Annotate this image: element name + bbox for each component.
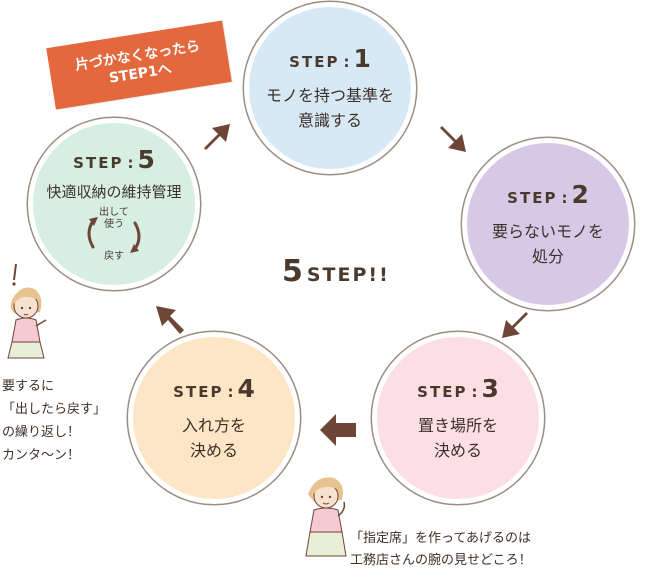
cycle-arrows-icon [87,217,141,253]
bottom-note: 「指定席」を作ってあげるのは 工務店さんの腕の見せどころ！ [350,531,532,568]
step-5-circle: STEP : 5 快適収納の維持管理 出して 使う 戻す [28,118,200,290]
step-4-number: 4 [237,373,255,403]
step-4-colon: : [227,382,234,401]
arrow-2-to-3-icon [502,312,528,338]
step-4-circle: STEP : 4 入れ方を 決める [128,332,300,504]
left-note: 要するに 「出したら戻す」 の繰り返し！ カンタ〜ン！ [2,379,107,463]
arrow-3-to-4-icon [320,414,356,446]
restart-banner: 片づかなくなったら STEP1へ [46,20,232,110]
step-1-circle: STEP : 1 モノを持つ基準を 意識する [244,2,416,174]
arrow-1-to-2-icon [440,126,466,152]
center-word: STEP!! [306,264,390,286]
step-3-colon: : [471,382,478,401]
step-1-text: モノを持つ基準を 意識する [265,85,394,130]
step-5-colon: : [127,154,134,172]
center-number: 5 [282,254,303,289]
step-3-number: 3 [481,373,499,403]
step-4-text: 入れ方を 決める [181,415,246,460]
step-1-word: STEP [289,52,340,71]
banner-text: 片づかなくなったら STEP1へ [74,38,202,87]
arrow-4-to-5-icon [156,306,184,334]
step-2-text: 要らないモノを 処分 [491,221,604,266]
step-2-word: STEP [507,188,558,207]
step-2-heading: STEP : 2 [507,180,589,209]
step-5-text: 快適収納の維持管理 [46,183,182,201]
step-5-heading: STEP : 5 [73,145,155,174]
step-5-word: STEP [73,154,124,172]
step-1-heading: STEP : 1 [289,44,371,73]
step-5-number: 5 [137,145,155,174]
woman-bottom-illustration [305,477,347,557]
cycle-bottom-label: 戻す [104,251,124,262]
step-2-number: 2 [571,179,589,209]
step-1-colon: : [343,52,350,71]
step-3-circle: STEP : 3 置き場所を 決める [372,332,544,504]
step-2-circle: STEP : 2 要らないモノを 処分 [462,138,634,310]
step-2-colon: : [561,188,568,207]
woman-left-illustration [7,263,47,359]
step-3-word: STEP [417,382,468,401]
step-4-word: STEP [173,382,224,401]
cycle-top-label: 出して 使う [99,207,129,230]
step-1-number: 1 [353,43,371,73]
step-3-heading: STEP : 3 [417,374,499,403]
step-3-text: 置き場所を 決める [417,415,498,460]
step-4-heading: STEP : 4 [173,374,255,403]
use-return-cycle: 出して 使う 戻す [79,207,149,263]
arrow-5-to-1-icon [204,124,230,150]
